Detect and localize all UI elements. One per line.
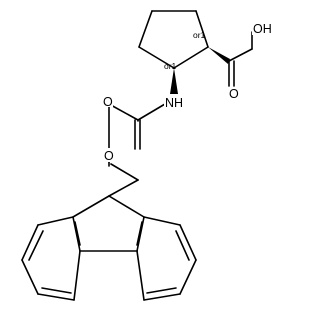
stereo-descriptor-amine-carbon: or1	[164, 61, 177, 71]
carbonyl-oxygen-acid-label: O	[229, 87, 239, 101]
wedge-bond-amine	[170, 68, 178, 94]
carbonyl-oxygen-carbamate-label: O	[103, 95, 113, 109]
fluorene-right-benzene	[136, 216, 197, 301]
cyclopentane-ring	[138, 10, 209, 69]
fmoc-aminocyclopentanecarboxylic-acid-structure: OH O NH O O or1 or1	[21, 10, 272, 301]
hydroxyl-label: OH	[253, 22, 272, 36]
fluorene-central-ring	[72, 195, 145, 252]
stereo-descriptor-acid-carbon: or1	[193, 30, 206, 40]
fluorene-left-benzene	[21, 216, 81, 301]
carboxylic-acid-group	[228, 31, 253, 87]
wedge-bond-acid	[208, 47, 230, 64]
carbamate-linker	[108, 103, 166, 197]
amine-label: NH	[165, 96, 183, 110]
ester-oxygen-label: O	[104, 149, 114, 163]
